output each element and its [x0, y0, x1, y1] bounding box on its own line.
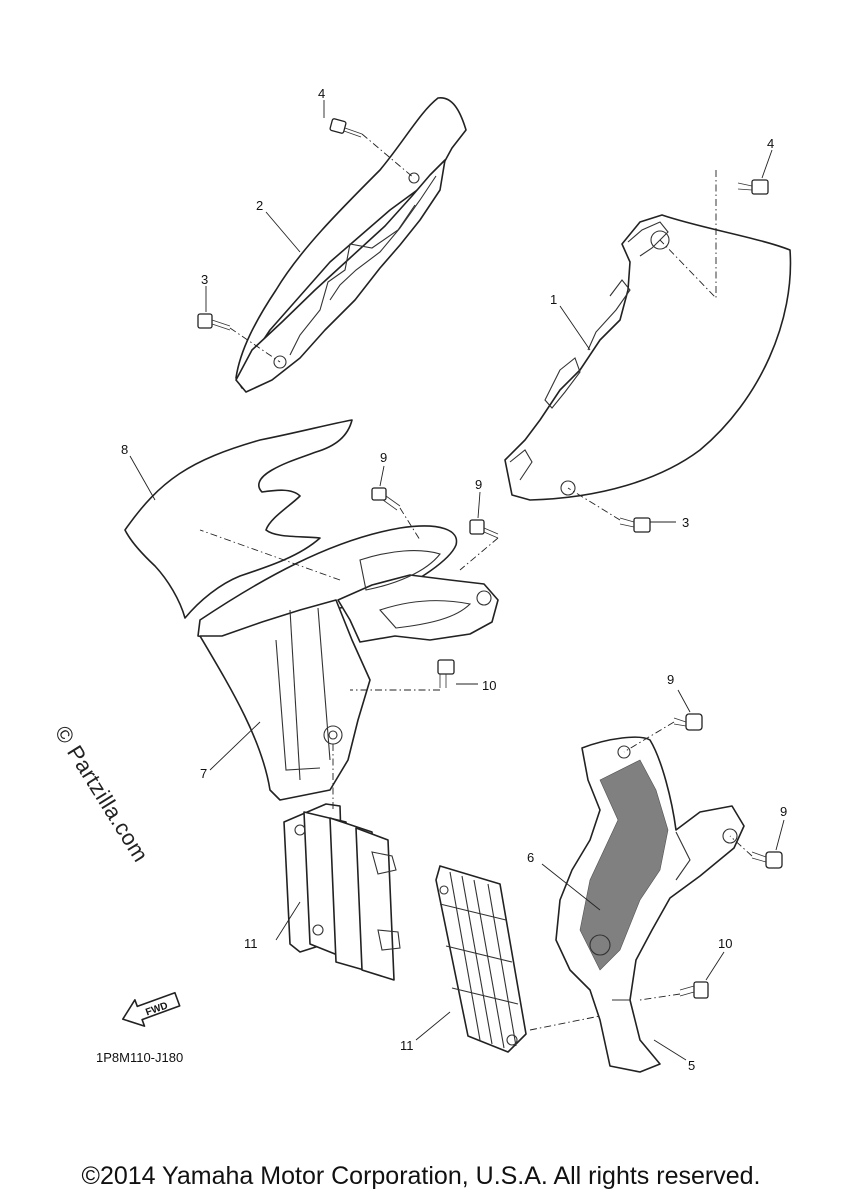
bolt-10b[interactable] — [679, 981, 709, 999]
part-5-right-radiator-shroud[interactable] — [555, 736, 745, 1073]
bolt-4a[interactable] — [329, 118, 363, 138]
callouts: 4 2 3 4 1 3 8 9 9 10 7 11 11 9 9 6 10 5 — [121, 86, 787, 1073]
bolt-10a[interactable] — [437, 659, 455, 688]
callout-11a: 11 — [244, 936, 258, 951]
bolt-9a[interactable] — [371, 487, 401, 511]
callout-11b: 11 — [400, 1038, 414, 1053]
bolt-4b[interactable] — [737, 179, 769, 195]
assembly-lines — [199, 133, 753, 1031]
bolt-9d[interactable] — [751, 851, 783, 869]
callout-5: 5 — [688, 1058, 695, 1073]
callout-10b: 10 — [718, 936, 732, 951]
fwd-arrow: FWD — [121, 991, 181, 1027]
part-7-radiator-shroud[interactable] — [197, 525, 499, 801]
bolt-9b[interactable] — [469, 519, 499, 539]
part-8-shroud-graphic[interactable] — [124, 419, 353, 619]
callout-9d: 9 — [780, 804, 787, 819]
callout-3b: 3 — [682, 515, 689, 530]
diagram-code: 1P8M110-J180 — [96, 1050, 184, 1065]
callout-6: 6 — [527, 850, 534, 865]
callout-7: 7 — [200, 766, 207, 781]
part-11-radiator-louver-right[interactable] — [435, 865, 527, 1053]
bolt-9c[interactable] — [673, 713, 703, 731]
callout-4a: 4 — [318, 86, 325, 101]
callout-9b: 9 — [475, 477, 482, 492]
callout-9a: 9 — [380, 450, 387, 465]
callout-2: 2 — [256, 198, 263, 213]
part-11-radiator-louver-left[interactable] — [283, 803, 401, 981]
callout-1: 1 — [550, 292, 557, 307]
bolt-3a[interactable] — [197, 313, 231, 331]
part-2-left-side-cover[interactable] — [235, 97, 467, 393]
leader-lines — [129, 100, 785, 1061]
callout-4b: 4 — [767, 136, 774, 151]
callout-8: 8 — [121, 442, 128, 457]
part-1-right-side-cover[interactable] — [504, 214, 792, 501]
callout-9c: 9 — [667, 672, 674, 687]
copyright-footer: ©2014 Yamaha Motor Corporation, U.S.A. A… — [81, 1162, 761, 1190]
bolt-3b[interactable] — [619, 517, 651, 533]
callout-3a: 3 — [201, 272, 208, 287]
part-6-shroud-decal — [579, 759, 669, 971]
callout-10a: 10 — [482, 678, 496, 693]
